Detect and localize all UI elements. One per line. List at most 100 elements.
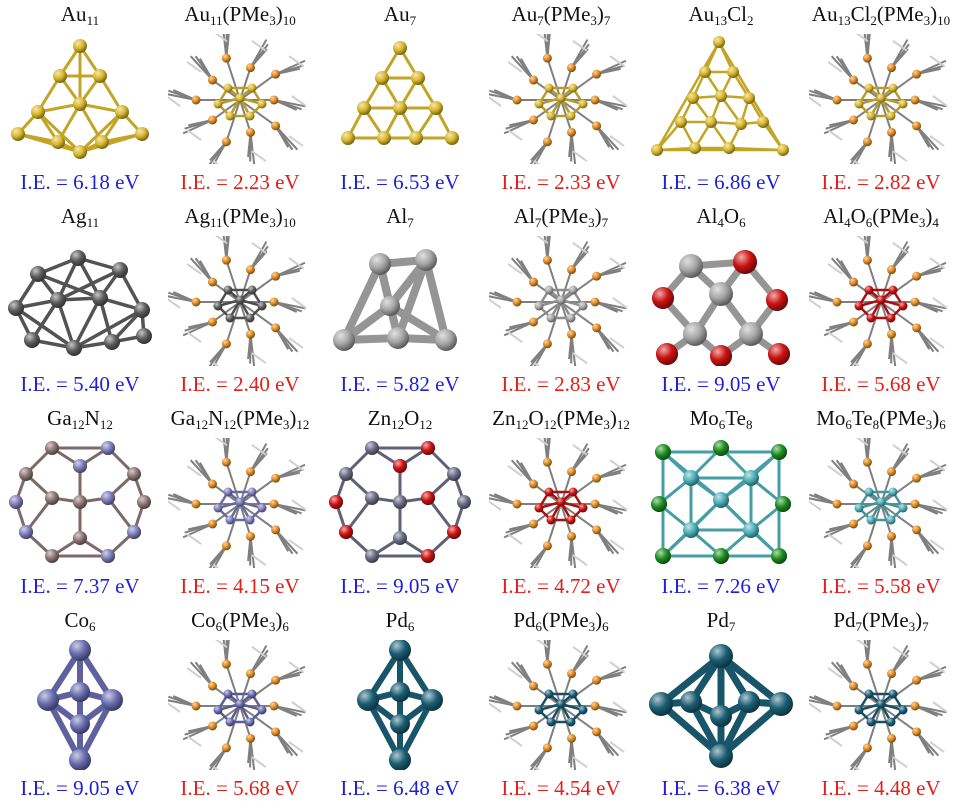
zinc-atom <box>393 495 407 509</box>
core-atom <box>556 699 566 709</box>
palladium-atom <box>709 744 733 768</box>
hydrogen-bond <box>929 337 945 349</box>
hydrogen-bond <box>215 34 228 43</box>
core-atom <box>898 301 908 311</box>
zinc-atom <box>457 495 471 509</box>
ionization-energy-label: I.E. = 2.40 eV <box>180 372 300 396</box>
ligated-cluster-structure <box>809 438 948 568</box>
formula-subscript: 11 <box>209 215 223 230</box>
p-metal-bond <box>239 301 277 329</box>
hydrogen-bond <box>929 661 945 673</box>
hydrogen-bond <box>856 236 869 245</box>
formula-subscript: 3 <box>925 417 933 432</box>
molybdenum-atom <box>743 522 759 538</box>
gold-atom <box>727 66 739 78</box>
formula-subscript: 7 <box>534 215 542 230</box>
hydrogen-bond <box>288 337 304 349</box>
p-metal-bond <box>225 99 241 143</box>
gold-atom <box>675 116 687 128</box>
core-atom <box>257 503 267 513</box>
hydrogen-bond <box>536 640 549 649</box>
tellurium-atom <box>651 496 667 512</box>
core-atom <box>566 111 576 121</box>
cluster-formula: Co6 <box>0 608 160 633</box>
core-atom <box>225 313 235 323</box>
phosphorus-atom <box>528 519 538 529</box>
hydrogen-bond <box>168 96 181 107</box>
bare-cluster-structure <box>652 250 790 366</box>
bond <box>56 268 122 302</box>
formula-text: Ga <box>47 406 72 430</box>
formula-subscript: 7 <box>603 13 611 28</box>
hydrogen-bond <box>212 563 220 568</box>
p-metal-bond <box>866 461 882 505</box>
bond <box>78 110 124 154</box>
phosphorus-atom <box>832 499 842 509</box>
formula-text: (PMe <box>872 204 919 228</box>
hydrogen-bond <box>186 533 202 545</box>
methyl-bond <box>505 119 534 130</box>
methyl-bond <box>849 141 869 164</box>
p-metal-bond <box>225 57 241 101</box>
bond <box>717 700 785 760</box>
phosphorus-atom <box>912 69 922 79</box>
cluster-formula: Mo6Te8 <box>641 406 801 431</box>
core-atom <box>247 487 257 497</box>
core-atom <box>257 301 267 311</box>
phosphorus-atom <box>592 121 602 131</box>
hydrogen-bond <box>827 61 843 73</box>
phosphorus-atom <box>910 499 920 509</box>
palladium-atom <box>710 705 732 727</box>
p-metal-bond <box>880 477 918 505</box>
phosphorus-atom <box>191 701 201 711</box>
p-metal-bond <box>866 663 882 707</box>
formula-text: Ag <box>184 204 210 228</box>
formula-subscript: 12 <box>543 417 557 432</box>
core-atom <box>213 705 223 715</box>
phosphorus-atom <box>528 317 538 327</box>
hydrogen-bond <box>489 702 502 713</box>
gold-atom <box>31 105 45 119</box>
p-metal-bond <box>546 301 562 345</box>
phosphorus-atom <box>207 681 217 691</box>
formula-text: O <box>723 204 740 228</box>
cluster-formula: Ga12N12(PMe3)12 <box>160 406 320 431</box>
formula-text: Al <box>696 204 718 228</box>
silver_dark-atom <box>112 262 128 278</box>
formula-subscript: 8 <box>745 417 753 432</box>
p-metal-bond <box>546 503 562 547</box>
gallium-atom <box>45 491 59 505</box>
phosphorus-atom <box>862 659 872 669</box>
p-metal-bond <box>560 99 598 127</box>
phosphorus-atom <box>590 297 600 307</box>
core-atom <box>544 487 554 497</box>
phosphorus-atom <box>887 265 897 275</box>
tellurium-atom <box>771 444 787 460</box>
core-atom <box>876 497 886 507</box>
core-atom <box>888 83 898 93</box>
formula-subscript: 3 <box>282 417 290 432</box>
hydrogen-bond <box>827 129 843 141</box>
phosphorus-atom <box>567 265 577 275</box>
p-metal-bond <box>211 705 241 727</box>
gold-atom <box>375 71 389 85</box>
hydrogen-bond <box>929 55 945 67</box>
phosphorus-atom <box>191 499 201 509</box>
core-atom <box>898 705 908 715</box>
core-atom <box>568 689 578 699</box>
palladium-atom <box>680 691 702 713</box>
bare-cluster-structure <box>9 441 151 563</box>
ionization-energy-label: I.E. = 6.18 eV <box>20 170 140 194</box>
silver_dark-atom <box>30 266 46 282</box>
hydrogen-bond <box>612 499 628 511</box>
hydrogen-bond <box>612 701 628 713</box>
core-atom <box>225 111 235 121</box>
core-atom <box>886 313 896 323</box>
methyl-bond <box>595 125 615 151</box>
methyl-bond <box>595 731 615 757</box>
hydrogen-bond <box>288 459 304 471</box>
